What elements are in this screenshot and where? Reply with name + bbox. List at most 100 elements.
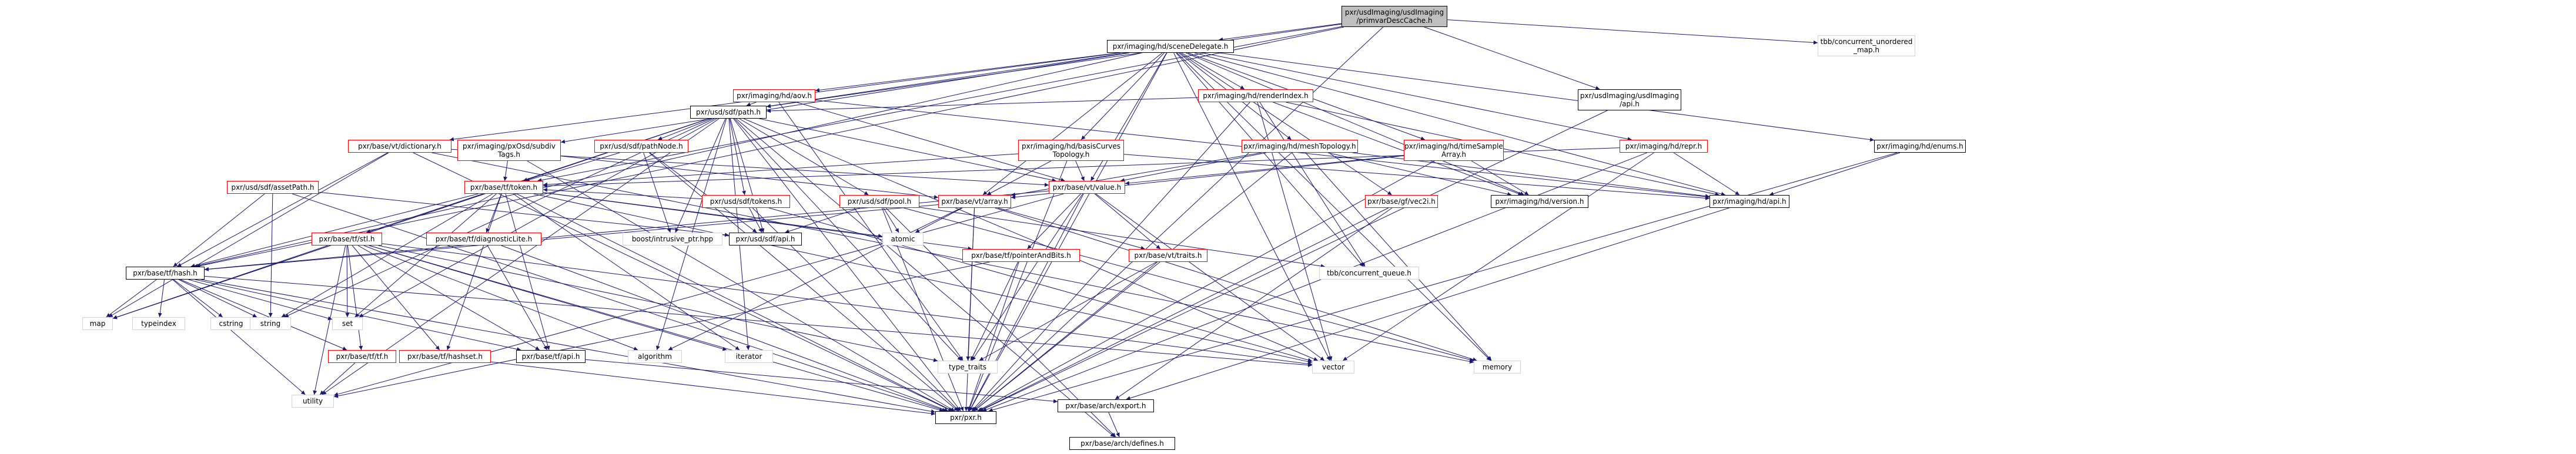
- node-sdf-path[interactable]: pxr/usd/sdf/path.h: [690, 106, 767, 119]
- dependency-edge: [543, 192, 883, 238]
- dependency-edge: [1027, 193, 1081, 250]
- node-sdf-asset-path[interactable]: pxr/usd/sdf/assetPath.h: [227, 181, 319, 194]
- node-label-line: pxr/usd/sdf/path.h: [695, 108, 761, 116]
- node-render-index[interactable]: pxr/imaging/hd/renderIndex.h: [1198, 89, 1313, 102]
- node-hd-repr[interactable]: pxr/imaging/hd/repr.h: [1620, 140, 1708, 153]
- node-label-line: pxr/imaging/hd/renderIndex.h: [1203, 92, 1309, 100]
- node-tf-pointer-and-bits[interactable]: pxr/base/tf/pointerAndBits.h: [962, 249, 1080, 262]
- dependency-edge: [815, 52, 1119, 92]
- node-sdf-pool[interactable]: pxr/usd/sdf/pool.h: [839, 195, 919, 208]
- node-hd-version[interactable]: pxr/imaging/hd/version.h: [1491, 195, 1588, 208]
- dependency-edge: [413, 152, 953, 412]
- dependency-edge: [746, 102, 757, 106]
- dependency-edge: [347, 245, 363, 351]
- node-tf-stl[interactable]: pxr/base/tf/stl.h: [312, 233, 382, 246]
- node-root: pxr/usdImaging/usdImaging/primvarDescCac…: [1341, 6, 1447, 27]
- node-vt-value[interactable]: pxr/base/vt/value.h: [1049, 181, 1125, 194]
- dependency-edge: [486, 193, 502, 233]
- node-mesh-topology[interactable]: pxr/imaging/hd/meshTopology.h: [1242, 140, 1358, 153]
- dependency-edge: [1471, 160, 1529, 196]
- dependency-edge: [766, 97, 1199, 113]
- dependency-edge: [967, 261, 1019, 412]
- dependency-edge: [1259, 102, 1366, 267]
- dependency-edge: [533, 193, 1313, 364]
- dependency-edge: [1424, 26, 1600, 90]
- node-pxr[interactable]: pxr/pxr.h: [935, 411, 996, 424]
- node-label-line: pxr/imaging/hd/timeSample: [1404, 142, 1503, 150]
- dependency-edge: [969, 52, 1167, 412]
- dependency-edge: [1219, 23, 1342, 42]
- node-arch-export[interactable]: pxr/base/arch/export.h: [1058, 399, 1154, 412]
- dependency-edge: [1176, 52, 1364, 267]
- node-sdf-tokens[interactable]: pxr/usd/sdf/tokens.h: [702, 195, 790, 208]
- dependency-edge: [1447, 19, 1818, 45]
- dependency-edge: [1219, 52, 1875, 142]
- dependency-edge: [883, 207, 899, 233]
- node-label-line: pxr/usd/sdf/pathNode.h: [600, 142, 683, 150]
- node-label-line: pxr/imaging/hd/enums.h: [1876, 142, 1963, 150]
- dependency-edge: [1185, 52, 1525, 196]
- node-tf-token[interactable]: pxr/base/tf/token.h: [464, 181, 543, 194]
- node-label-line: pxr/base/arch/defines.h: [1080, 439, 1164, 448]
- node-usd-imaging-api[interactable]: pxr/usdImaging/usdImaging/api.h: [1578, 89, 1681, 110]
- dependency-edge: [1080, 52, 1165, 140]
- node-vector: vector: [1312, 361, 1354, 374]
- dependency-edge: [668, 207, 962, 351]
- node-hd-enums[interactable]: pxr/imaging/hd/enums.h: [1874, 140, 1966, 153]
- dependency-edge: [995, 207, 1477, 362]
- dependency-edge: [193, 52, 1142, 268]
- node-label-line: pxr/imaging/hd/api.h: [1712, 197, 1787, 206]
- node-aov[interactable]: pxr/imaging/hd/aov.h: [733, 89, 815, 102]
- dependency-edge: [281, 193, 493, 318]
- node-label-line: /primvarDescCache.h: [1356, 16, 1433, 25]
- dependency-edge: [177, 152, 388, 267]
- node-label-line: Tags.h: [498, 150, 520, 159]
- dependency-edge: [766, 52, 1128, 108]
- dependency-edge: [106, 279, 157, 318]
- node-gf-vec2i[interactable]: pxr/base/gf/vec2i.h: [1365, 195, 1438, 208]
- node-tf-diagnostic-lite[interactable]: pxr/base/tf/diagnosticLite.h: [426, 233, 541, 246]
- node-label-line: atomic: [891, 235, 915, 243]
- dependency-edge: [378, 245, 938, 362]
- node-sdf-api[interactable]: pxr/usd/sdf/api.h: [729, 233, 802, 246]
- node-hd-api[interactable]: pxr/imaging/hd/api.h: [1709, 195, 1789, 208]
- dependency-edge: [915, 207, 963, 233]
- node-label-line: algorithm: [638, 352, 672, 361]
- node-label-line: cstring: [219, 320, 243, 328]
- node-vt-traits[interactable]: pxr/base/vt/traits.h: [1129, 249, 1207, 262]
- dependency-edge: [1769, 152, 1901, 196]
- node-arch-defines[interactable]: pxr/base/arch/defines.h: [1069, 437, 1175, 450]
- node-scene-delegate[interactable]: pxr/imaging/hd/sceneDelegate.h: [1107, 40, 1234, 53]
- dependency-edge: [112, 245, 328, 320]
- node-label-line: pxr/usd/sdf/api.h: [735, 235, 795, 243]
- dependency-edge: [501, 245, 949, 412]
- dependency-edge: [973, 152, 1292, 412]
- dependency-edge: [204, 190, 1049, 271]
- node-memory: memory: [1474, 361, 1521, 374]
- dependency-edge: [543, 187, 702, 200]
- node-vt-dictionary[interactable]: pxr/base/vt/dictionary.h: [348, 140, 451, 153]
- node-tf-api[interactable]: pxr/base/tf/api.h: [516, 350, 586, 363]
- node-sdf-path-node[interactable]: pxr/usd/sdf/pathNode.h: [594, 140, 688, 153]
- node-label-line: iterator: [735, 352, 762, 361]
- node-tf-hashset[interactable]: pxr/base/tf/hashset.h: [399, 350, 491, 363]
- dependency-edge: [1673, 152, 1740, 196]
- node-tf-tf[interactable]: pxr/base/tf/tf.h: [328, 350, 396, 363]
- node-tf-hash[interactable]: pxr/base/tf/hash.h: [126, 267, 205, 280]
- dependency-edge: [503, 160, 508, 181]
- dependency-edge: [734, 118, 962, 361]
- dependency-edge: [200, 279, 936, 413]
- node-vt-array[interactable]: pxr/base/vt/array.h: [938, 195, 1011, 208]
- dependency-edge: [982, 52, 1163, 196]
- node-label-line: pxr/base/tf/hash.h: [133, 269, 198, 277]
- dependency-edge: [178, 279, 257, 318]
- dependency-edge: [643, 152, 671, 233]
- node-label-line: pxr/base/arch/export.h: [1065, 402, 1146, 410]
- node-label-line: string: [260, 320, 281, 328]
- node-label-line: pxr/imaging/hd/repr.h: [1625, 142, 1702, 150]
- dependency-edge: [333, 261, 990, 398]
